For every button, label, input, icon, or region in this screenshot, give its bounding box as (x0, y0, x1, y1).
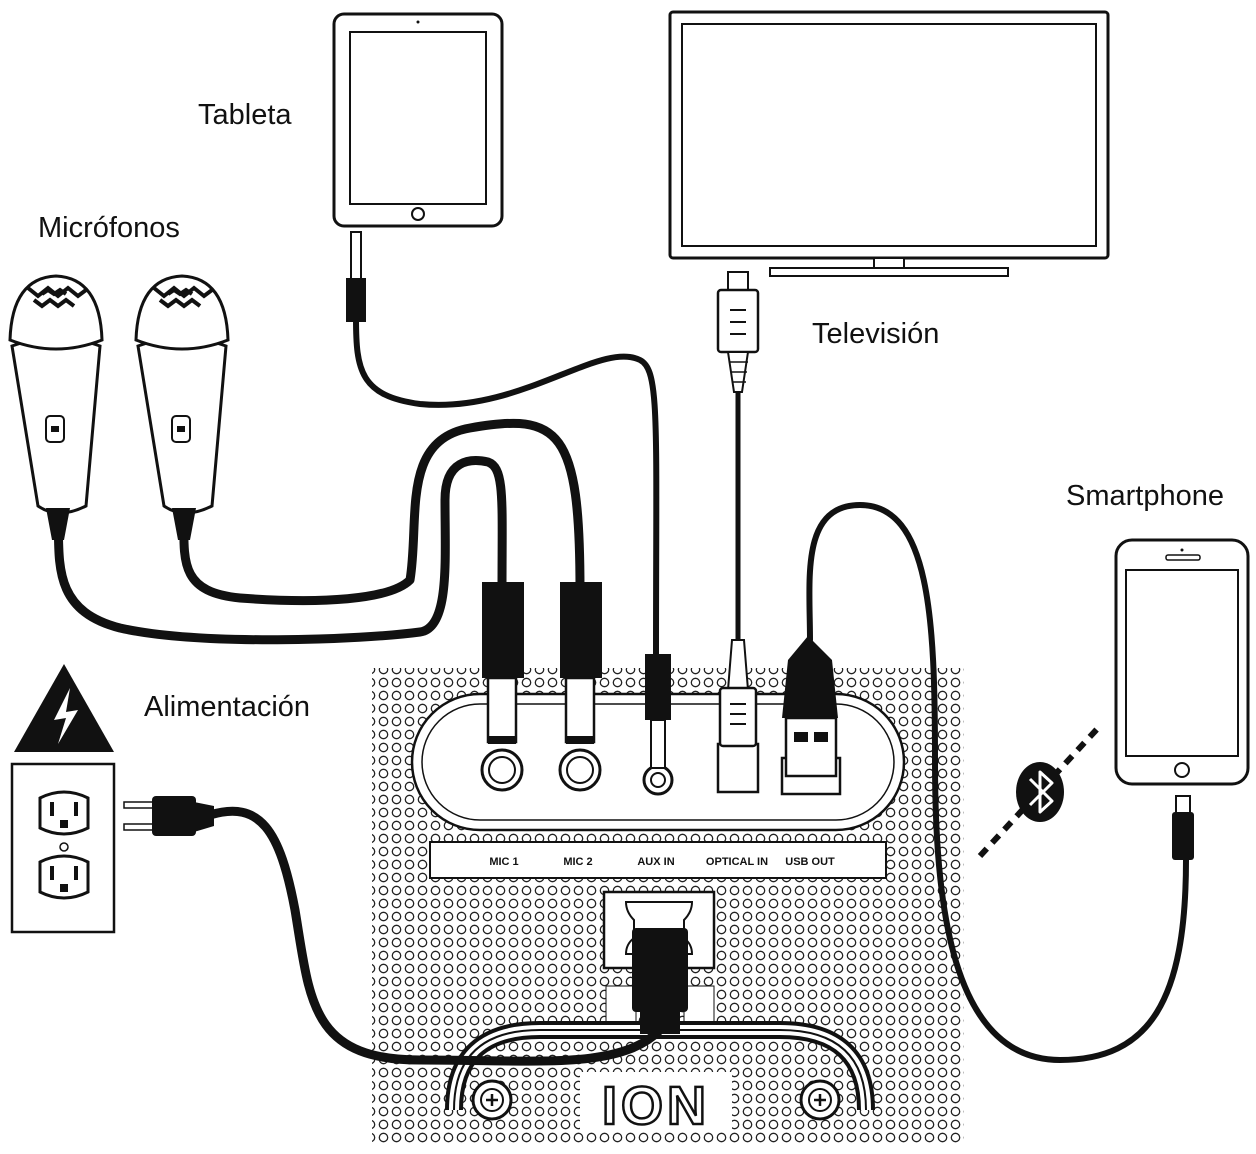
wall-outlet (10, 762, 116, 934)
microphone-1 (8, 274, 104, 540)
port-label-mic1: MIC 1 (489, 856, 518, 868)
outlet-socket-top (38, 790, 90, 836)
tablet-device (332, 12, 504, 322)
mic1-cable (53, 456, 507, 645)
outlet-socket-bottom (38, 854, 90, 900)
power-label: Alimentación (144, 691, 311, 723)
screw-left (471, 1079, 513, 1121)
optical-plug (718, 639, 758, 748)
power-cable (205, 806, 665, 1066)
bluetooth-link (977, 725, 1101, 859)
port-label-usb-out: USB OUT (785, 856, 835, 868)
port-label-mic2: MIC 2 (563, 856, 592, 868)
tablet-cable (353, 315, 660, 663)
cables (53, 315, 1189, 1066)
aux-in-jack[interactable] (642, 764, 674, 796)
television-label: Televisión (812, 318, 940, 350)
mic1-plug (482, 582, 524, 744)
ion-logo: ION (602, 1076, 710, 1136)
speaker-back-panel: ION MIC 1 MIC 2 AUX IN OPTICAL IN USB OU… (372, 668, 964, 1144)
tablet-label: Tableta (198, 99, 292, 131)
aux-plug (645, 654, 671, 769)
high-voltage-warning-icon (14, 664, 114, 752)
usb-cable (806, 502, 1189, 1063)
port-label-optical-in: OPTICAL IN (706, 856, 768, 868)
screw-right (799, 1079, 841, 1121)
port-label-aux-in: AUX IN (637, 856, 674, 868)
bluetooth-icon (1016, 762, 1064, 822)
smartphone-device (1114, 538, 1250, 860)
usb-plug (782, 636, 838, 778)
television-device (668, 10, 1110, 393)
microphones-label: Micrófonos (38, 212, 180, 244)
mic2-cable (179, 418, 585, 606)
port-label-strip (429, 841, 887, 879)
microphone-2 (134, 274, 230, 540)
optical-in-port[interactable] (716, 742, 760, 794)
wall-power-plug (123, 796, 214, 836)
ac-power-plug (632, 928, 688, 1034)
mic2-jack[interactable] (558, 748, 602, 792)
smartphone-label: Smartphone (1066, 480, 1224, 512)
mic2-plug (560, 582, 602, 744)
mic1-jack[interactable] (480, 748, 524, 792)
